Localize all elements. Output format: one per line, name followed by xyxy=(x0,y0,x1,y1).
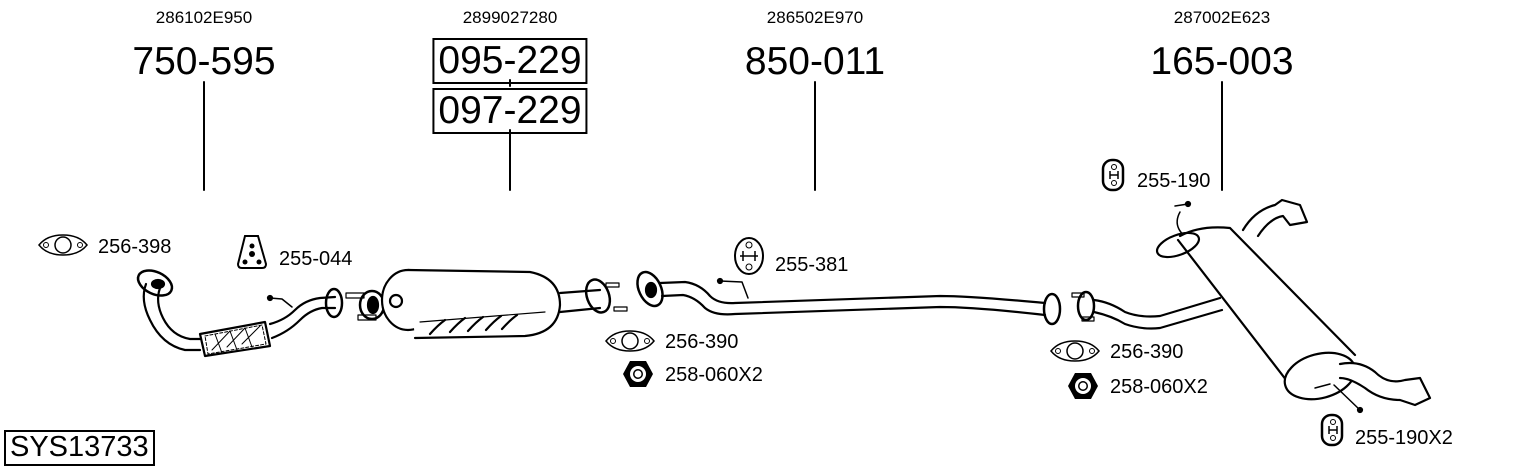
gasket-icon xyxy=(605,330,655,352)
oe-number-rear-muffler: 287002E623 xyxy=(1173,8,1271,27)
oe-number-middle-pipe: 286502E970 xyxy=(766,8,864,27)
hex-nut-icon xyxy=(623,361,653,387)
rubber-hanger-oval-icon xyxy=(1320,413,1344,447)
accessory-label-255-381[interactable]: 255-381 xyxy=(775,254,849,276)
accessory-label-256-398[interactable]: 256-398 xyxy=(98,236,172,258)
catalyst-drawing xyxy=(345,268,628,340)
accessory-label-258-060x2-front[interactable]: 258-060X2 xyxy=(665,364,763,386)
part-number-catalyst[interactable]: 095-229 xyxy=(432,38,588,84)
rear-muffler-drawing xyxy=(1071,198,1432,414)
part-number-rear-muffler[interactable]: 165-003 xyxy=(1150,40,1294,83)
hex-nut-icon xyxy=(1068,373,1098,399)
system-code-badge: SYS13733 xyxy=(4,430,155,466)
middle-pipe-drawing xyxy=(636,270,1062,326)
accessory-label-255-190x2[interactable]: 255-190X2 xyxy=(1355,427,1453,449)
accessory-label-256-390-rear[interactable]: 256-390 xyxy=(1110,341,1184,363)
accessory-label-258-060x2-rear[interactable]: 258-060X2 xyxy=(1110,376,1208,398)
rubber-hanger-ring-icon xyxy=(734,237,764,275)
oe-number-catalyst: 2899027280 xyxy=(462,8,558,27)
part-number-middle-pipe[interactable]: 850-011 xyxy=(744,40,886,83)
part-number-catalyst-alt[interactable]: 097-229 xyxy=(432,88,588,134)
rubber-hanger-oval-icon xyxy=(1101,158,1125,192)
accessory-label-255-190[interactable]: 255-190 xyxy=(1137,170,1211,192)
accessory-label-256-390-front[interactable]: 256-390 xyxy=(665,331,739,353)
part-number-front-pipe[interactable]: 750-595 xyxy=(132,40,276,83)
accessory-label-255-044[interactable]: 255-044 xyxy=(279,248,353,270)
oe-number-front-pipe: 286102E950 xyxy=(155,8,253,27)
gasket-icon xyxy=(38,234,88,256)
rubber-hanger-triangle-icon xyxy=(236,235,268,269)
front-pipe-drawing xyxy=(136,269,344,358)
gasket-icon xyxy=(1050,340,1100,362)
